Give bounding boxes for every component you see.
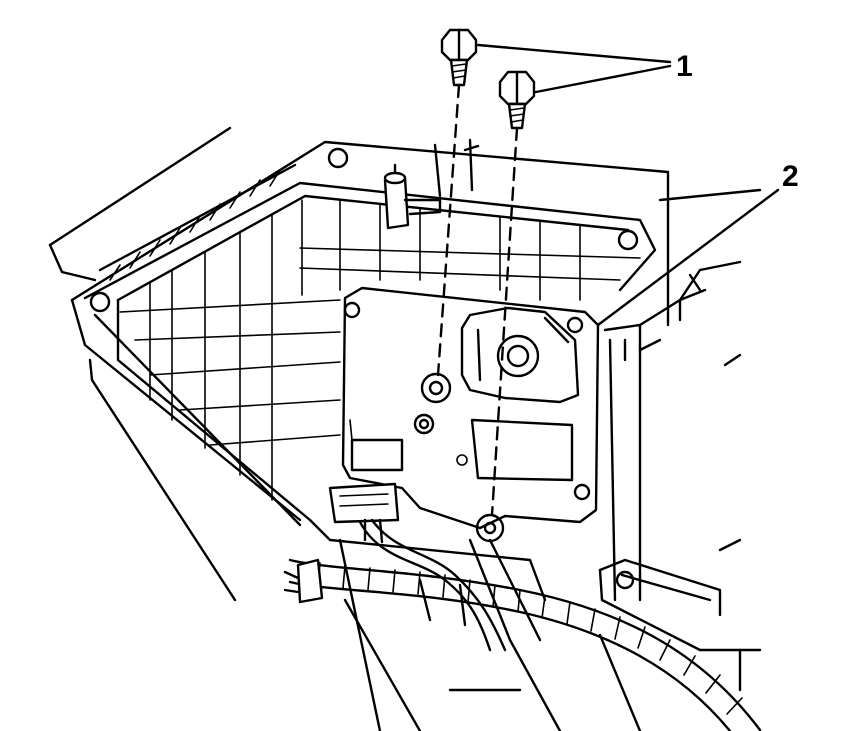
actuator-bolt-2 bbox=[490, 70, 536, 517]
callout-label-actuator: 2 bbox=[782, 160, 799, 193]
actuator-electrical-connector bbox=[328, 482, 400, 544]
right-side-panel bbox=[598, 288, 762, 692]
lower-duct bbox=[308, 518, 642, 731]
hvac-case-housing bbox=[48, 126, 762, 602]
wiring-harness bbox=[283, 518, 762, 731]
temperature-sensor-connector bbox=[383, 138, 480, 230]
callout-leader-lines bbox=[476, 43, 780, 327]
mode-actuator bbox=[341, 286, 600, 543]
actuator-bolt-1 bbox=[436, 28, 478, 377]
case-grid-frame bbox=[83, 147, 657, 527]
callout-label-bolts: 1 bbox=[676, 50, 693, 83]
